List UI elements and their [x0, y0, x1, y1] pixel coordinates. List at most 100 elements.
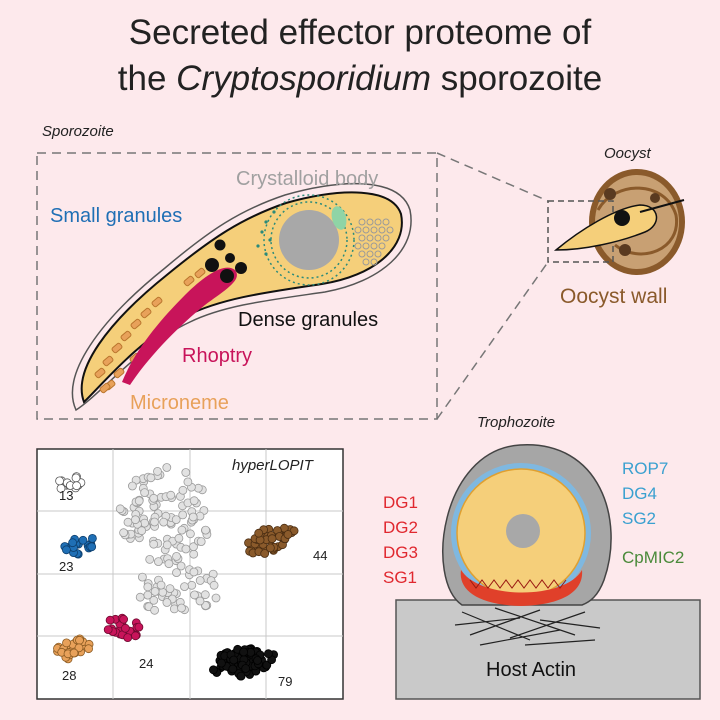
plot-point — [283, 530, 293, 539]
plot-point — [158, 587, 168, 597]
plot-point — [123, 633, 133, 642]
zoom-line-top — [436, 152, 549, 202]
plot-point — [134, 496, 144, 506]
label-oocyst: Oocyst — [604, 145, 652, 162]
plot-point — [236, 671, 246, 681]
plot-point — [189, 496, 199, 506]
plot-point — [229, 655, 239, 665]
plot-point — [177, 525, 187, 535]
plot-point — [119, 528, 128, 538]
marker-dg1: DG1 — [383, 493, 418, 512]
plot-point — [62, 545, 71, 555]
cluster-small-granules — [60, 534, 97, 559]
sporozoite-cell — [71, 183, 412, 412]
plot-point — [69, 648, 79, 658]
plot-point — [169, 604, 179, 614]
plot-point — [71, 473, 81, 483]
marker-dg3: DG3 — [383, 543, 418, 562]
cluster-rhoptry — [103, 613, 144, 642]
plot-point — [140, 518, 150, 528]
plot-point — [263, 649, 273, 659]
plot-point — [123, 517, 133, 527]
plot-point — [87, 542, 97, 552]
plot-point — [162, 598, 172, 607]
plot-point — [146, 473, 156, 483]
plot-point — [190, 590, 199, 600]
sporozoite-zoom-box — [36, 152, 438, 420]
cluster-crystalloid — [55, 472, 86, 493]
plot-point — [72, 481, 81, 491]
count-rhoptry: 24 — [139, 656, 153, 671]
plot-point — [145, 555, 155, 564]
cluster-microneme — [53, 634, 94, 664]
oocyst — [547, 169, 685, 275]
plot-point — [162, 540, 172, 550]
plot-point — [180, 582, 189, 591]
label-sporozoite: Sporozoite — [42, 123, 114, 140]
plot-point — [241, 664, 251, 673]
count-dense-granules: 79 — [278, 674, 292, 689]
oocyst-sporozoite — [553, 204, 658, 251]
plot-point — [172, 568, 181, 577]
title-line-2: the Cryptosporidium sporozoite — [117, 59, 603, 98]
plot-point — [103, 625, 113, 634]
marker-sg1: SG1 — [383, 568, 417, 587]
title-genus: Cryptosporidium — [176, 59, 431, 98]
marker-dg2: DG2 — [383, 518, 418, 537]
plot-point — [68, 538, 77, 548]
plot-point — [121, 623, 130, 633]
plot-point — [143, 590, 153, 600]
plot-point — [188, 512, 198, 522]
count-small-granules: 23 — [59, 559, 73, 574]
plot-point — [265, 543, 275, 553]
unassigned-proteins — [115, 463, 221, 615]
marker-sg2: SG2 — [622, 509, 656, 528]
crystalloid-body — [354, 218, 394, 266]
plot-point — [55, 476, 64, 486]
label-host-actin: Host Actin — [486, 659, 576, 681]
plot-point — [211, 593, 221, 603]
plot-point — [216, 658, 226, 668]
plot-point — [140, 488, 150, 498]
plot-point — [254, 528, 264, 538]
plot-point — [137, 572, 147, 582]
plot-point — [62, 638, 71, 648]
plot-point — [105, 615, 115, 625]
figure-title: Secreted effector proteome of the Crypto… — [0, 10, 720, 102]
label-oocyst-wall: Oocyst wall — [560, 285, 667, 308]
plot-point — [174, 533, 184, 543]
dense-granules — [205, 239, 247, 283]
plot-point — [172, 552, 181, 561]
small-granule-dots — [256, 210, 276, 256]
zoom-line-bottom — [436, 261, 549, 420]
label-dense-granules: Dense granules — [238, 309, 378, 331]
plot-point — [176, 561, 186, 571]
host-cell — [395, 599, 701, 700]
plot-point — [149, 493, 159, 503]
label-rhoptry: Rhoptry — [182, 345, 252, 367]
plot-point — [150, 587, 160, 596]
plot-point — [143, 582, 153, 592]
plot-point — [153, 557, 163, 566]
plot-point — [131, 631, 140, 641]
plot-point — [181, 468, 191, 477]
plot-point — [189, 549, 199, 559]
label-hyperlopit: hyperLOPIT — [232, 457, 315, 474]
plot-point — [181, 544, 191, 554]
plot-point — [135, 592, 145, 602]
plot-point — [119, 614, 128, 624]
plot-point — [178, 485, 188, 495]
plot-point — [178, 510, 188, 520]
plot-point — [134, 622, 144, 632]
plot-point — [209, 580, 219, 590]
title-line-1: Secreted effector proteome of — [128, 13, 592, 52]
plot-point — [185, 529, 195, 539]
marker-rop7: ROP7 — [622, 459, 668, 478]
plot-point — [159, 517, 169, 527]
count-microneme: 28 — [62, 668, 76, 683]
plot-point — [78, 535, 88, 545]
plot-point — [189, 567, 199, 577]
plot-point — [195, 596, 205, 606]
plot-point — [253, 656, 262, 665]
plot-point — [164, 559, 174, 569]
